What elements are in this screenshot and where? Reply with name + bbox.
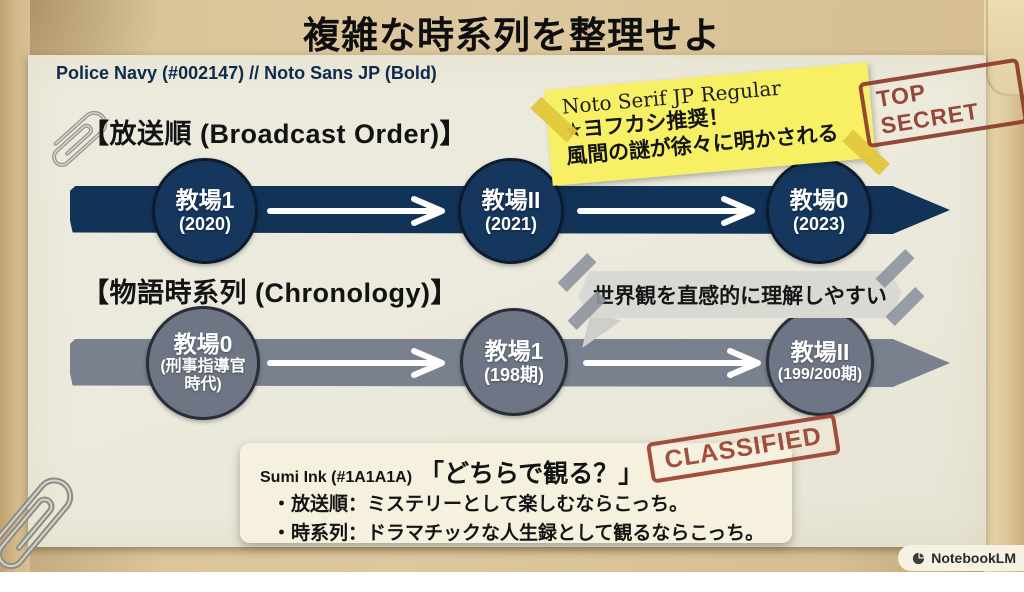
node-subtitle: (198期)	[483, 364, 545, 385]
bullet-chronology: ・時系列：ドラマチックな人生録として観るならこっち。	[272, 522, 765, 544]
timeline-node: 教場1 (2020)	[152, 158, 258, 264]
chronology-section-heading: 【物語時系列 (Chronology)】	[82, 278, 458, 308]
font-spec-label: Police Navy (#002147) // Noto Sans JP (B…	[56, 63, 437, 83]
bullet-broadcast: ・放送順：ミステリーとして楽しむならこっち。	[272, 494, 689, 515]
timeline-node: 教場II (199/200期)	[766, 308, 874, 416]
node-title: 教場II	[481, 187, 541, 214]
node-title: 教場1	[484, 338, 544, 365]
node-subtitle: (2021)	[484, 213, 538, 234]
node-title: 教場II	[790, 339, 850, 366]
folder-left-edge	[0, 0, 30, 572]
arrow-right-icon	[583, 348, 761, 378]
node-subtitle: (199/200期)	[777, 365, 863, 383]
arrow-right-icon	[267, 196, 445, 226]
timeline-node: 教場II (2021)	[458, 158, 564, 264]
notebooklm-logo-icon	[913, 552, 925, 564]
timeline-node: 教場1 (198期)	[460, 308, 568, 416]
node-title: 教場0	[173, 331, 233, 358]
question-title: 「どちらで観る？」	[419, 460, 644, 488]
notebooklm-label: NotebookLM	[931, 550, 1016, 566]
node-subtitle: (2020)	[178, 213, 232, 234]
recommendation-box: Sumi Ink (#1A1A1A) 「どちらで観る？」 ・放送順：ミステリーと…	[240, 443, 792, 544]
node-subtitle: (2023)	[792, 213, 846, 234]
notebooklm-badge: NotebookLM	[898, 545, 1024, 571]
node-subtitle2: 時代)	[184, 375, 222, 393]
broadcast-section-heading: 【放送順 (Broadcast Order)】	[82, 119, 468, 149]
infographic-canvas: 複雑な時系列を整理せよ Police Navy (#002147) // Not…	[0, 0, 1024, 572]
arrow-right-icon	[577, 196, 755, 226]
arrow-right-icon	[267, 348, 445, 378]
timeline-node: 教場0 (2023)	[766, 158, 872, 264]
timeline-node: 教場0 (刑事指導官 時代)	[146, 306, 260, 420]
paperclip-icon	[52, 110, 108, 167]
node-title: 教場0	[789, 187, 849, 214]
speech-bubble: 世界観を直感的に理解しやすい	[578, 271, 902, 318]
node-subtitle: (刑事指導官	[160, 357, 246, 375]
paperclip-icon	[0, 477, 74, 570]
page-title: 複雑な時系列を整理せよ	[303, 15, 721, 56]
ink-spec-label: Sumi Ink (#1A1A1A)	[260, 469, 413, 486]
folder-tab	[986, 0, 1024, 96]
node-title: 教場1	[175, 187, 235, 214]
